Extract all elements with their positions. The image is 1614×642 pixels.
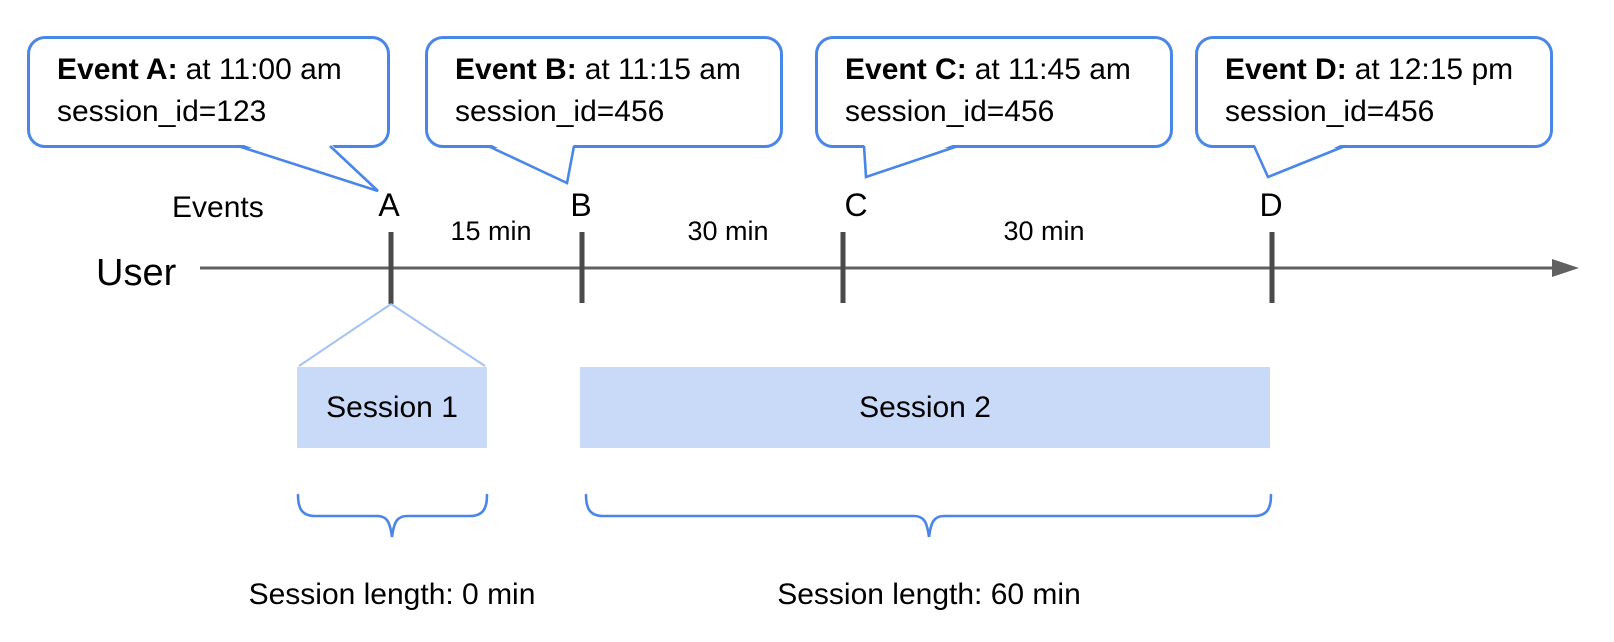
events-row-label: Events <box>172 191 264 224</box>
event-d-callout-text: Event D:at 12:15 pm session_id=456 <box>1198 39 1550 133</box>
timeline-arrowhead-icon <box>1552 259 1579 277</box>
session2-brace <box>584 493 1273 538</box>
event-a-line1: Event A:at 11:00 am <box>57 49 387 91</box>
event-d-callout: Event D:at 12:15 pm session_id=456 <box>1195 36 1553 148</box>
event-d-session-id: session_id=456 <box>1225 95 1435 128</box>
interval-b-c-label: 30 min <box>687 216 769 246</box>
event-marker-c: C <box>844 187 868 223</box>
session1-brace <box>296 493 489 538</box>
event-c-line1: Event C:at 11:45 am <box>845 49 1170 91</box>
event-b-session-id: session_id=456 <box>455 95 665 128</box>
event-b-title: Event B: <box>455 53 577 86</box>
session1-box: Session 1 <box>297 367 487 448</box>
session2-box: Session 2 <box>580 367 1270 448</box>
event-b-callout-tail-outline <box>487 144 576 185</box>
event-b-line1: Event B:at 11:15 am <box>455 49 780 91</box>
event-a-time: at 11:00 am <box>185 53 342 86</box>
event-c-time: at 11:45 am <box>974 53 1131 86</box>
event-d-callout-tail-outline <box>1252 144 1346 179</box>
event-c-title: Event C: <box>845 53 967 86</box>
event-c-session-id: session_id=456 <box>845 95 1055 128</box>
event-b-callout-tail <box>488 143 574 183</box>
session2-length-label: Session length: 60 min <box>777 578 1081 611</box>
session1-funnel-right <box>390 303 486 367</box>
event-b-callout: Event B:at 11:15 am session_id=456 <box>425 36 783 148</box>
event-b-time: at 11:15 am <box>584 53 741 86</box>
event-d-title: Event D: <box>1225 53 1347 86</box>
event-d-callout-tail <box>1254 143 1345 177</box>
event-c-callout-tail-outline <box>862 144 959 179</box>
session1-label: Session 1 <box>326 390 458 424</box>
event-a-session-id: session_id=123 <box>57 95 267 128</box>
event-c-callout-text: Event C:at 11:45 am session_id=456 <box>818 39 1170 133</box>
event-marker-d: D <box>1259 187 1283 223</box>
event-d-line1: Event D:at 12:15 pm <box>1225 49 1550 91</box>
event-a-title: Event A: <box>57 53 178 86</box>
event-a-callout-text: Event A:at 11:00 am session_id=123 <box>30 39 387 133</box>
event-b-callout-text: Event B:at 11:15 am session_id=456 <box>428 39 780 133</box>
event-marker-a: A <box>378 187 400 223</box>
session2-label: Session 2 <box>859 390 991 424</box>
user-row-label: User <box>96 252 177 294</box>
session1-length-label: Session length: 0 min <box>248 578 536 611</box>
event-a-callout-tail-outline <box>237 144 379 193</box>
interval-a-b-label: 15 min <box>450 216 532 246</box>
event-a-callout: Event A:at 11:00 am session_id=123 <box>27 36 390 148</box>
event-marker-b: B <box>570 187 592 223</box>
interval-c-d-label: 30 min <box>1003 216 1085 246</box>
event-c-callout: Event C:at 11:45 am session_id=456 <box>815 36 1173 148</box>
session1-funnel-left <box>298 303 392 367</box>
event-d-time: at 12:15 pm <box>1354 53 1514 86</box>
